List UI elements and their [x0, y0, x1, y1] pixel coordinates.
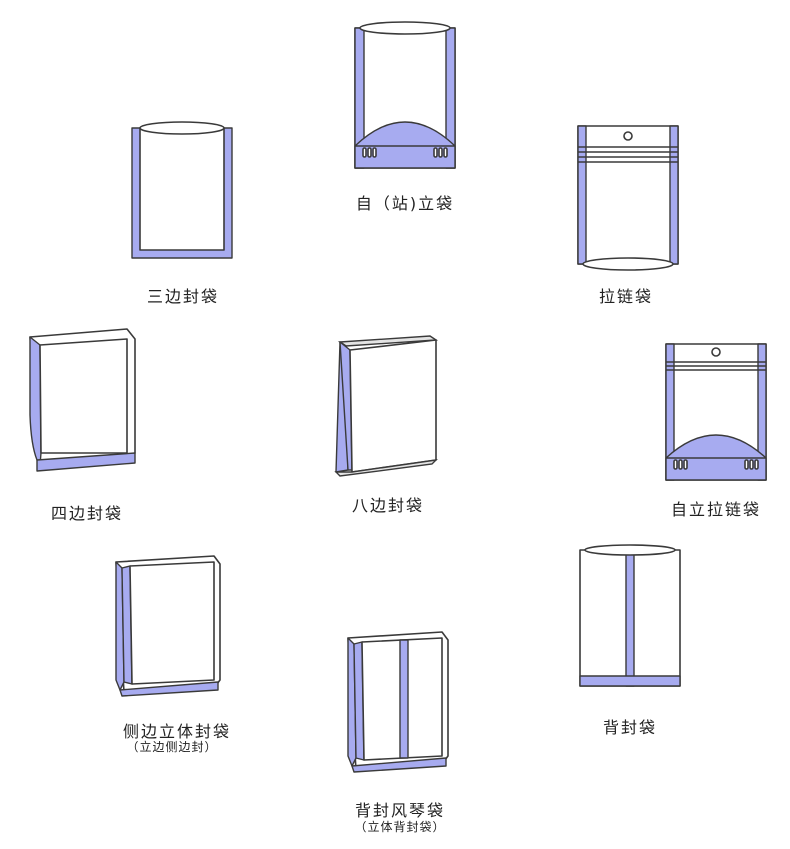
eight-side-seal-bag-label: 八边封袋	[351, 496, 425, 515]
stand-up-pouch-diagram	[354, 21, 456, 169]
back-seal-bag-diagram	[579, 544, 681, 687]
four-side-seal-bag-diagram	[29, 328, 136, 472]
back-seal-bag-label: 背封袋	[602, 718, 658, 737]
back-seal-gusset-bag-sublabel: （立体背封袋）	[354, 820, 446, 834]
side-gusset-bag-label: 侧边立体封袋	[122, 722, 232, 741]
side-gusset-bag-diagram	[115, 555, 221, 697]
back-seal-gusset-bag-label: 背封风琴袋	[354, 801, 446, 820]
stand-up-zipper-bag-label: 自立拉链袋	[670, 500, 762, 519]
eight-side-seal-bag-diagram	[334, 335, 439, 477]
back-seal-gusset-bag-diagram	[347, 631, 449, 773]
stand-up-pouch-label: 自（站)立袋	[355, 194, 455, 213]
zipper-bag-diagram	[577, 125, 679, 271]
four-side-seal-bag-label: 四边封袋	[50, 504, 124, 523]
side-gusset-bag-sublabel: （立边侧边封）	[126, 740, 218, 754]
stand-up-zipper-bag-diagram	[665, 343, 767, 481]
zipper-bag-label: 拉链袋	[598, 287, 654, 306]
three-side-seal-bag-diagram	[131, 121, 233, 259]
three-side-seal-bag-label: 三边封袋	[146, 287, 220, 306]
